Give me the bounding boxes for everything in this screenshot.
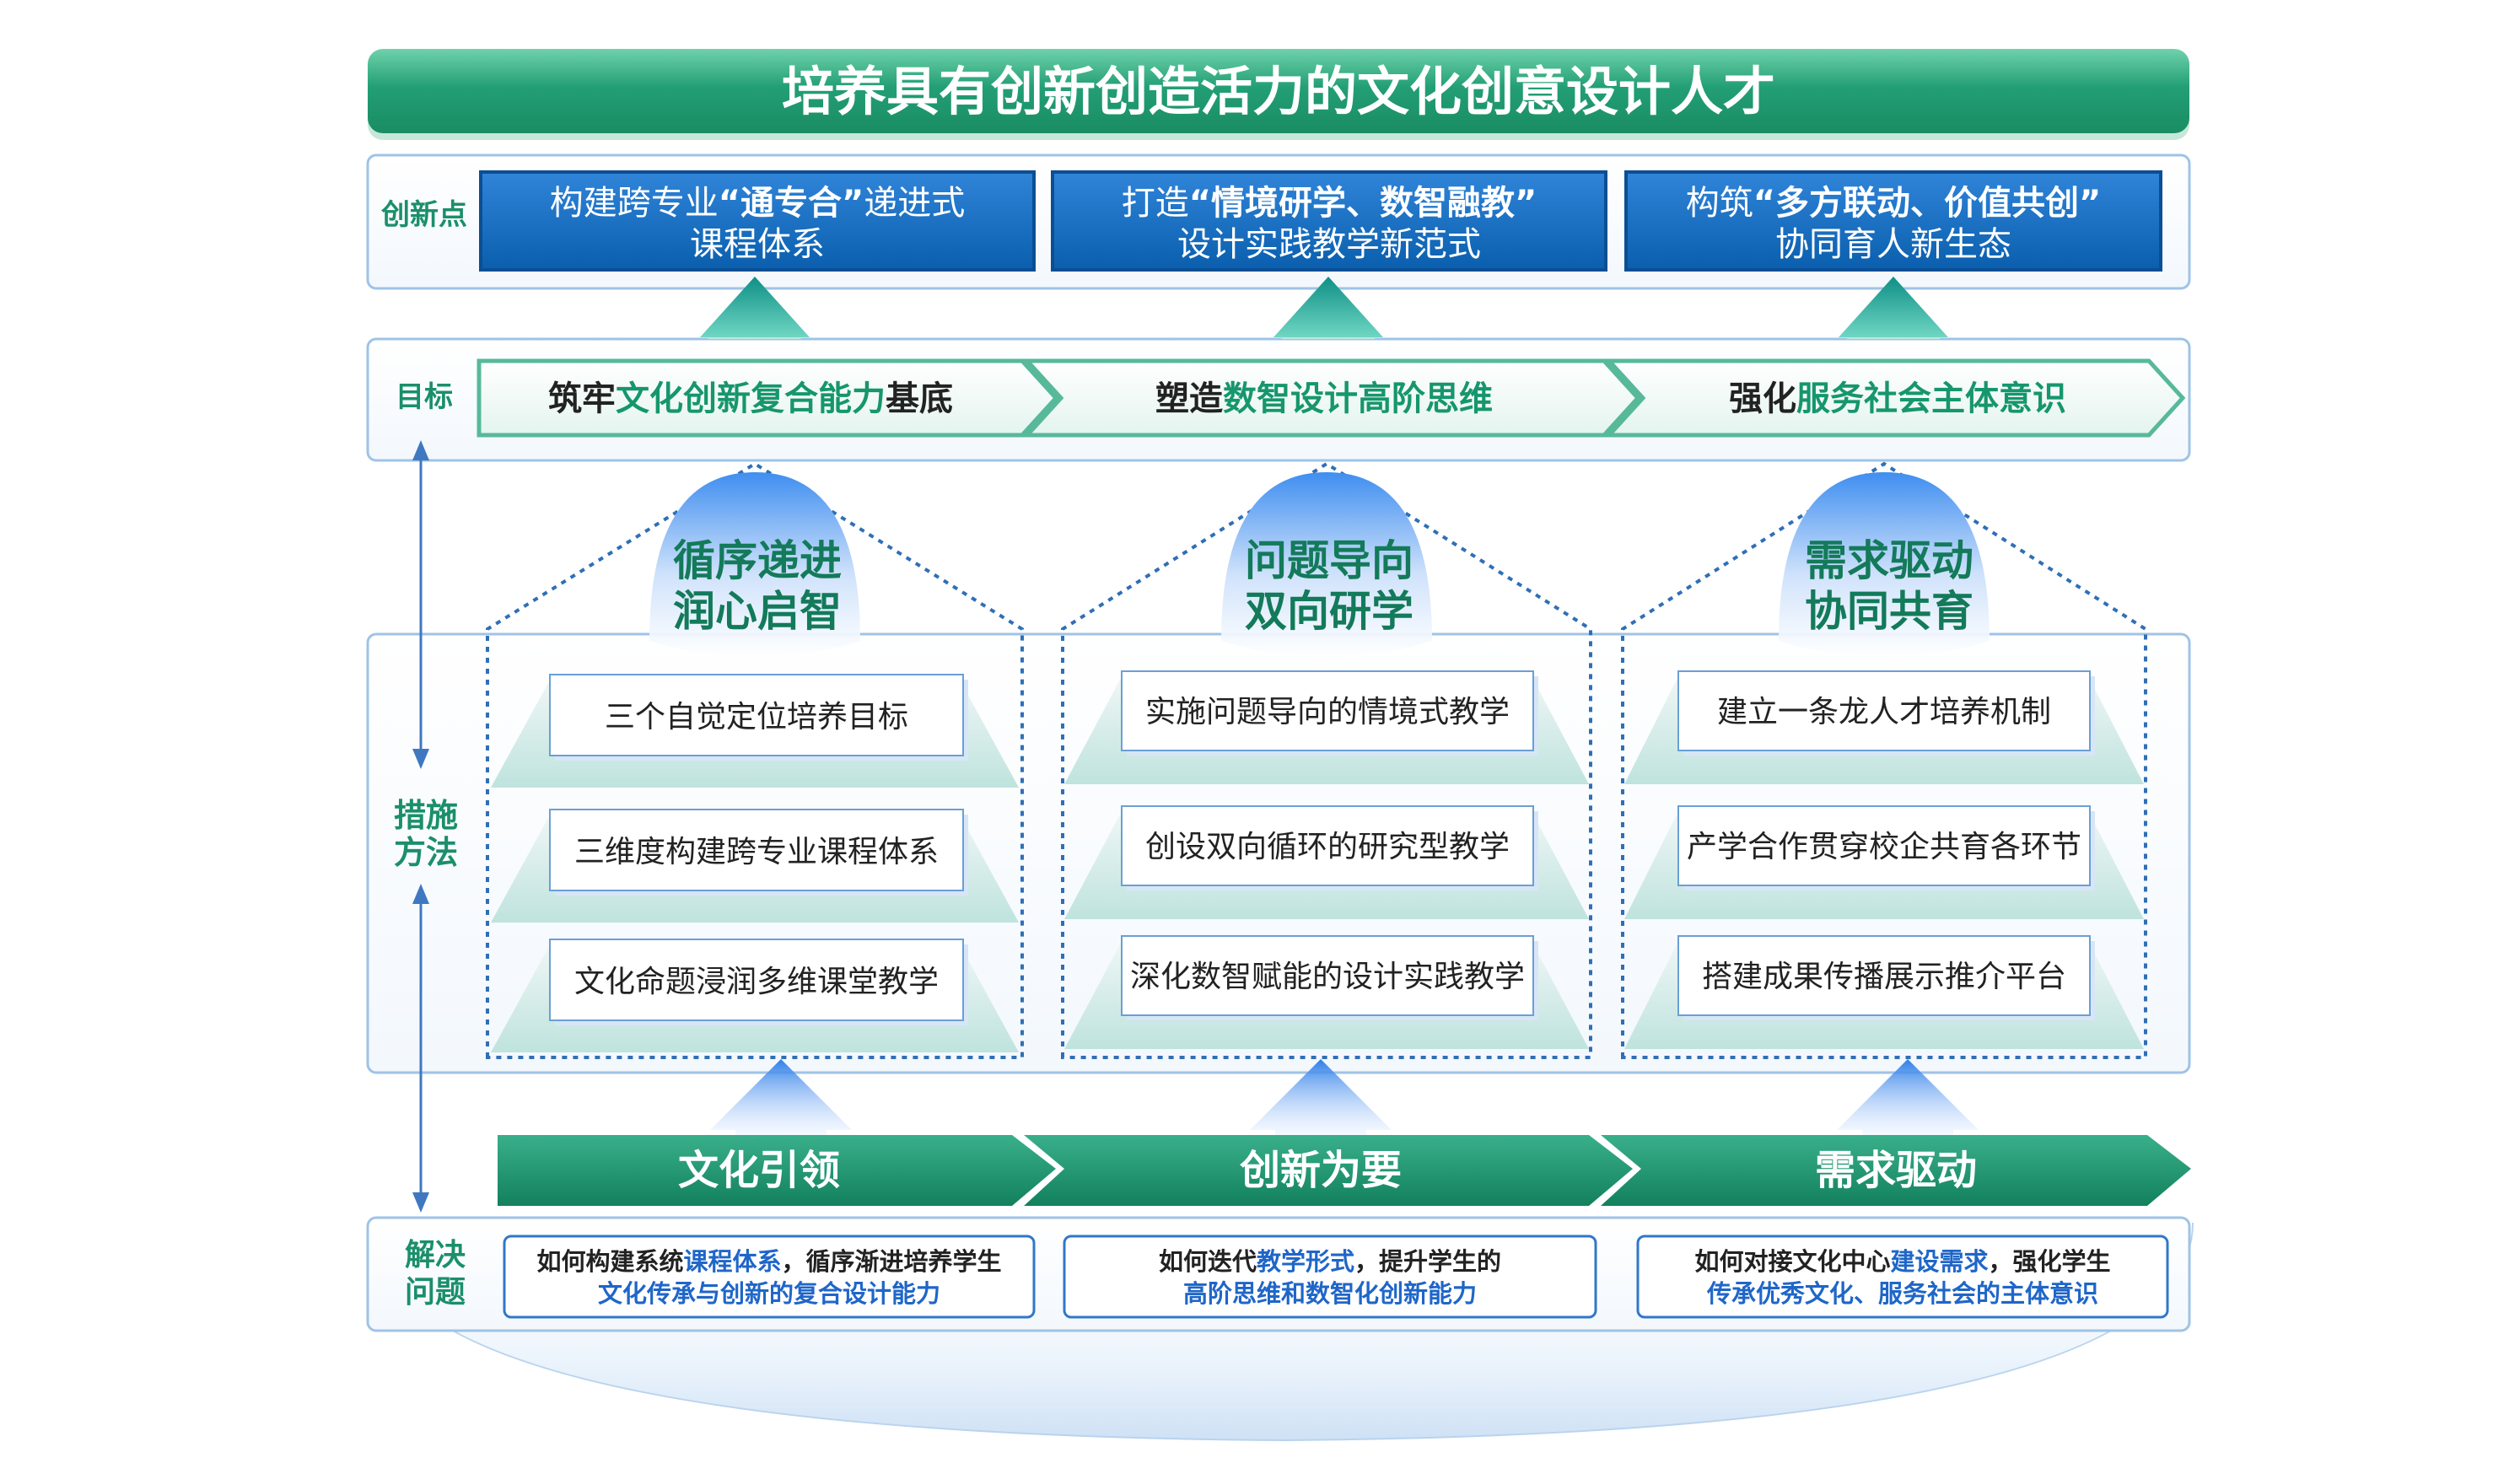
goal-chevron-2: 塑造数智设计高阶思维 bbox=[1022, 358, 1641, 438]
pillar-1-item-3: 文化命题浸润多维课堂教学 bbox=[574, 965, 939, 999]
row-label-problems-2: 问题 bbox=[405, 1275, 466, 1310]
foundation-3: 需求驱动 bbox=[1815, 1147, 1977, 1194]
svg-text:筑牢文化创新复合能力基底: 筑牢文化创新复合能力基底 bbox=[548, 379, 953, 418]
pillar-2: 问题导向 双向研学 实施问题导向的情境式教学 创设双向循环的研究型教学 深化数智… bbox=[1061, 461, 1592, 1059]
problem-1-a: 如何构建系统 bbox=[536, 1247, 683, 1276]
goal-2-highlight: 数智设计高阶思维 bbox=[1223, 379, 1493, 418]
row-label-measures-1: 措施 bbox=[394, 797, 458, 834]
svg-text:如何对接文化中心建设需求，强化学生: 如何对接文化中心建设需求，强化学生 bbox=[1694, 1247, 2110, 1276]
side-arrow-lower bbox=[412, 884, 429, 1213]
innovation-2-pre: 打造 bbox=[1122, 184, 1189, 223]
pillar-1: 循序递进 润心启智 三个自觉定位培养目标 三维度构建跨专业课程体系 文化命题浸润… bbox=[486, 461, 1024, 1059]
title-banner: 培养具有创新创造活力的文化创意设计人才 bbox=[368, 49, 2189, 140]
problem-1-hl: 课程体系 bbox=[683, 1247, 781, 1276]
pillar-3-item-3: 搭建成果传播展示推介平台 bbox=[1702, 960, 2066, 994]
row-label-problems-1: 解决 bbox=[405, 1238, 466, 1272]
svg-text:塑造数智设计高阶思维: 塑造数智设计高阶思维 bbox=[1155, 379, 1493, 418]
pillar-1-line1: 循序递进 bbox=[673, 536, 842, 585]
innovation-3-quote: “多方联动、价值共创” bbox=[1753, 184, 2102, 223]
foundation-1: 文化引领 bbox=[678, 1147, 840, 1194]
svg-text:构建跨专业“通专合”递进式: 构建跨专业“通专合”递进式 bbox=[550, 184, 966, 223]
goal-3-highlight: 服务社会主体意识 bbox=[1796, 379, 2066, 418]
innovation-box-3: 构筑“多方联动、价值共创” 协同育人新生态 bbox=[1624, 170, 2162, 272]
svg-text:如何迭代教学形式，提升学生的: 如何迭代教学形式，提升学生的 bbox=[1159, 1247, 1501, 1276]
svg-text:构筑“多方联动、价值共创”: 构筑“多方联动、价值共创” bbox=[1686, 184, 2102, 223]
innovation-box-2: 打造“情境研学、数智融教” 设计实践教学新范式 bbox=[1051, 170, 1607, 272]
goal-2-pre: 塑造 bbox=[1155, 379, 1223, 418]
pillar-2-line1: 问题导向 bbox=[1245, 536, 1413, 585]
problem-1-b: ，循序渐进培养学生 bbox=[782, 1247, 1002, 1276]
innovation-3-line2: 协同育人新生态 bbox=[1775, 225, 2011, 264]
pillar-3-item-1: 建立一条龙人才培养机制 bbox=[1717, 695, 2051, 729]
svg-text:打造“情境研学、数智融教”: 打造“情境研学、数智融教” bbox=[1122, 184, 1537, 223]
problem-3-hl: 建设需求 bbox=[1890, 1247, 1988, 1276]
pillar-2-item-3: 深化数智赋能的设计实践教学 bbox=[1130, 960, 1525, 994]
foundation-band: 文化引领 创新为要 需求驱动 bbox=[498, 1135, 2191, 1206]
pillar-1-line2: 润心启智 bbox=[673, 587, 842, 636]
blue-arrow-3 bbox=[1837, 1059, 1979, 1138]
teal-arrow-2 bbox=[1273, 277, 1383, 339]
svg-text:如何构建系统课程体系，循序渐进培养学生: 如何构建系统课程体系，循序渐进培养学生 bbox=[536, 1247, 1001, 1276]
problem-3-b: ，强化学生 bbox=[1989, 1247, 2111, 1276]
pillar-2-item-1: 实施问题导向的情境式教学 bbox=[1145, 695, 1510, 729]
problem-3-a: 如何对接文化中心 bbox=[1694, 1247, 1890, 1276]
problem-2-a: 如何迭代 bbox=[1159, 1247, 1257, 1276]
problem-2-line2: 高阶思维和数智化创新能力 bbox=[1183, 1279, 1477, 1308]
goal-3-pre: 强化 bbox=[1729, 379, 1796, 418]
pillar-3: 需求驱动 协同共育 建立一条龙人才培养机制 产学合作贯穿校企共育各环节 搭建成果… bbox=[1621, 461, 2147, 1059]
blue-arrow-2 bbox=[1250, 1059, 1392, 1138]
problem-2-hl: 教学形式 bbox=[1257, 1247, 1354, 1276]
row-label-innovation: 创新点 bbox=[380, 198, 467, 232]
pillar-2-line2: 双向研学 bbox=[1245, 587, 1413, 636]
goal-chevron-3: 强化服务社会主体意识 bbox=[1604, 358, 2186, 438]
problem-2-b: ，提升学生的 bbox=[1354, 1247, 1501, 1276]
pillar-3-item-2: 产学合作贯穿校企共育各环节 bbox=[1687, 830, 2081, 864]
innovation-2-line2: 设计实践教学新范式 bbox=[1177, 225, 1481, 264]
innovation-1-pre: 构建跨专业 bbox=[550, 184, 719, 223]
row-label-measures-2: 方法 bbox=[394, 834, 458, 871]
innovation-3-pre: 构筑 bbox=[1686, 184, 1753, 223]
innovation-1-post: 递进式 bbox=[864, 184, 965, 223]
side-arrow-upper bbox=[412, 440, 429, 769]
goal-1-post: 基底 bbox=[886, 379, 953, 418]
problem-box-2: 如何迭代教学形式，提升学生的 高阶思维和数智化创新能力 bbox=[1063, 1235, 1597, 1319]
innovation-box-1: 构建跨专业“通专合”递进式 课程体系 bbox=[479, 170, 1036, 272]
goal-1-highlight: 文化创新复合能力 bbox=[616, 379, 886, 418]
pillar-1-item-1: 三个自觉定位培养目标 bbox=[605, 700, 908, 734]
blue-arrow-1 bbox=[710, 1059, 852, 1138]
page-title: 培养具有创新创造活力的文化创意设计人才 bbox=[782, 61, 1775, 122]
pillar-1-item-2: 三维度构建跨专业课程体系 bbox=[574, 835, 939, 869]
goal-chevron-1: 筑牢文化创新复合能力基底 bbox=[477, 358, 1059, 438]
innovation-1-quote: “通专合” bbox=[719, 184, 864, 223]
row-label-goal: 目标 bbox=[396, 380, 453, 414]
problem-1-line2: 文化传承与创新的复合设计能力 bbox=[598, 1279, 940, 1308]
pillar-3-line1: 需求驱动 bbox=[1805, 536, 1973, 585]
problem-box-1: 如何构建系统课程体系，循序渐进培养学生 文化传承与创新的复合设计能力 bbox=[503, 1235, 1036, 1319]
teal-arrow-1 bbox=[700, 277, 810, 339]
problem-box-3: 如何对接文化中心建设需求，强化学生 传承优秀文化、服务社会的主体意识 bbox=[1636, 1235, 2169, 1319]
problem-3-line2: 传承优秀文化、服务社会的主体意识 bbox=[1706, 1279, 2098, 1308]
innovation-1-line2: 课程体系 bbox=[690, 225, 825, 264]
svg-text:强化服务社会主体意识: 强化服务社会主体意识 bbox=[1729, 379, 2066, 418]
pillar-3-line2: 协同共育 bbox=[1805, 587, 1973, 636]
goal-1-pre: 筑牢 bbox=[548, 379, 616, 418]
innovation-2-quote: “情境研学、数智融教” bbox=[1189, 184, 1537, 223]
teal-arrow-3 bbox=[1839, 277, 1948, 339]
foundation-2: 创新为要 bbox=[1240, 1147, 1402, 1194]
pillar-2-item-2: 创设双向循环的研究型教学 bbox=[1145, 830, 1510, 864]
